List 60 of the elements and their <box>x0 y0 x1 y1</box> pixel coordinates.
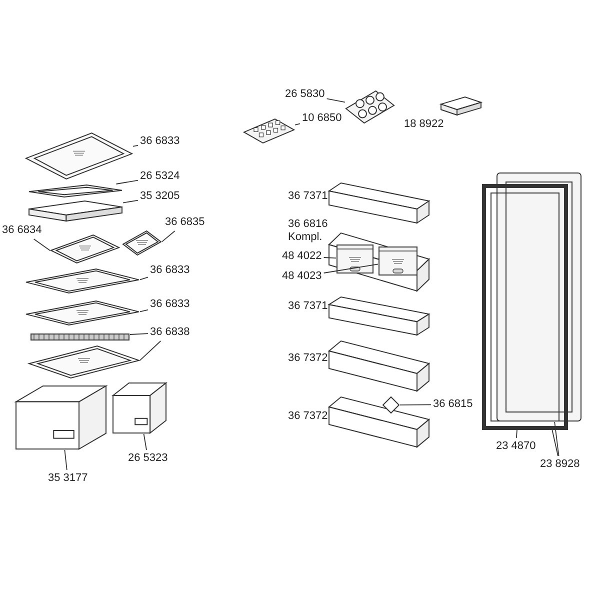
leader-line <box>143 434 147 450</box>
leader-line <box>400 404 432 406</box>
rack-flap-drawing <box>336 244 374 274</box>
ice-tray-drawing <box>243 118 295 144</box>
callout-number: 36 6816 Kompl. <box>288 218 329 244</box>
leader-line <box>323 257 336 259</box>
crisper-cover-drawing <box>28 345 140 379</box>
glass-shelf-drawing <box>25 300 140 326</box>
leader-line <box>122 200 138 204</box>
callout-number: 36 7371 <box>288 300 328 313</box>
egg-tray-drawing <box>345 90 395 124</box>
leader-line <box>326 98 346 103</box>
glass-shelf-drawing <box>25 132 133 180</box>
callout-number: 26 5323 <box>128 452 168 465</box>
bottle-divider-drawing <box>382 396 400 414</box>
callout-number: 26 5324 <box>140 170 180 183</box>
trim-strip-drawing <box>30 333 130 341</box>
callout-number: 36 6815 <box>433 398 473 411</box>
callout-number: 36 6834 <box>2 224 42 237</box>
door-liner-drawing <box>496 172 582 422</box>
callout-number: 48 4023 <box>282 270 322 283</box>
callout-number: 36 6838 <box>150 326 190 339</box>
glass-shelf-drawing <box>25 268 140 294</box>
callout-number: 23 8928 <box>540 458 580 471</box>
glass-insert-drawing <box>122 230 162 256</box>
callout-number: 36 7372 <box>288 410 328 423</box>
callout-number: 48 4022 <box>282 250 322 263</box>
leader-line <box>64 450 68 470</box>
door-gasket-drawing <box>482 184 568 430</box>
leader-line <box>140 340 162 361</box>
leader-line <box>130 333 148 335</box>
shelf-tray-drawing <box>28 200 123 222</box>
leader-line <box>294 123 300 126</box>
leader-line <box>323 264 378 274</box>
callout-number: 26 5830 <box>285 88 325 101</box>
callout-number: 36 7371 <box>288 190 328 203</box>
leader-line <box>140 309 148 312</box>
leader-line <box>554 422 560 456</box>
callout-number: 35 3177 <box>48 472 88 485</box>
shelf-frame-drawing <box>28 184 123 198</box>
leader-line <box>33 238 50 251</box>
leader-line <box>162 230 176 242</box>
leader-line <box>552 430 558 456</box>
leader-line <box>516 430 518 438</box>
callout-number: 10 6850 <box>302 112 342 125</box>
callout-number: 36 7372 <box>288 352 328 365</box>
callout-number: 36 6835 <box>165 216 205 229</box>
leader-line <box>140 276 148 280</box>
shelf-trim-drawing <box>50 234 120 264</box>
crisper-drawer-drawing <box>15 385 107 450</box>
callout-number: 36 6833 <box>150 298 190 311</box>
callout-number: 23 4870 <box>496 440 536 453</box>
rack-flap-drawing <box>378 246 418 276</box>
crisper-drawer-drawing <box>112 382 167 434</box>
callout-number: 18 8922 <box>404 118 444 131</box>
leader-line <box>116 180 138 184</box>
callout-number: 35 3205 <box>140 190 180 203</box>
leader-line <box>132 144 138 147</box>
callout-number: 36 6833 <box>150 264 190 277</box>
callout-number: 36 6833 <box>140 135 180 148</box>
